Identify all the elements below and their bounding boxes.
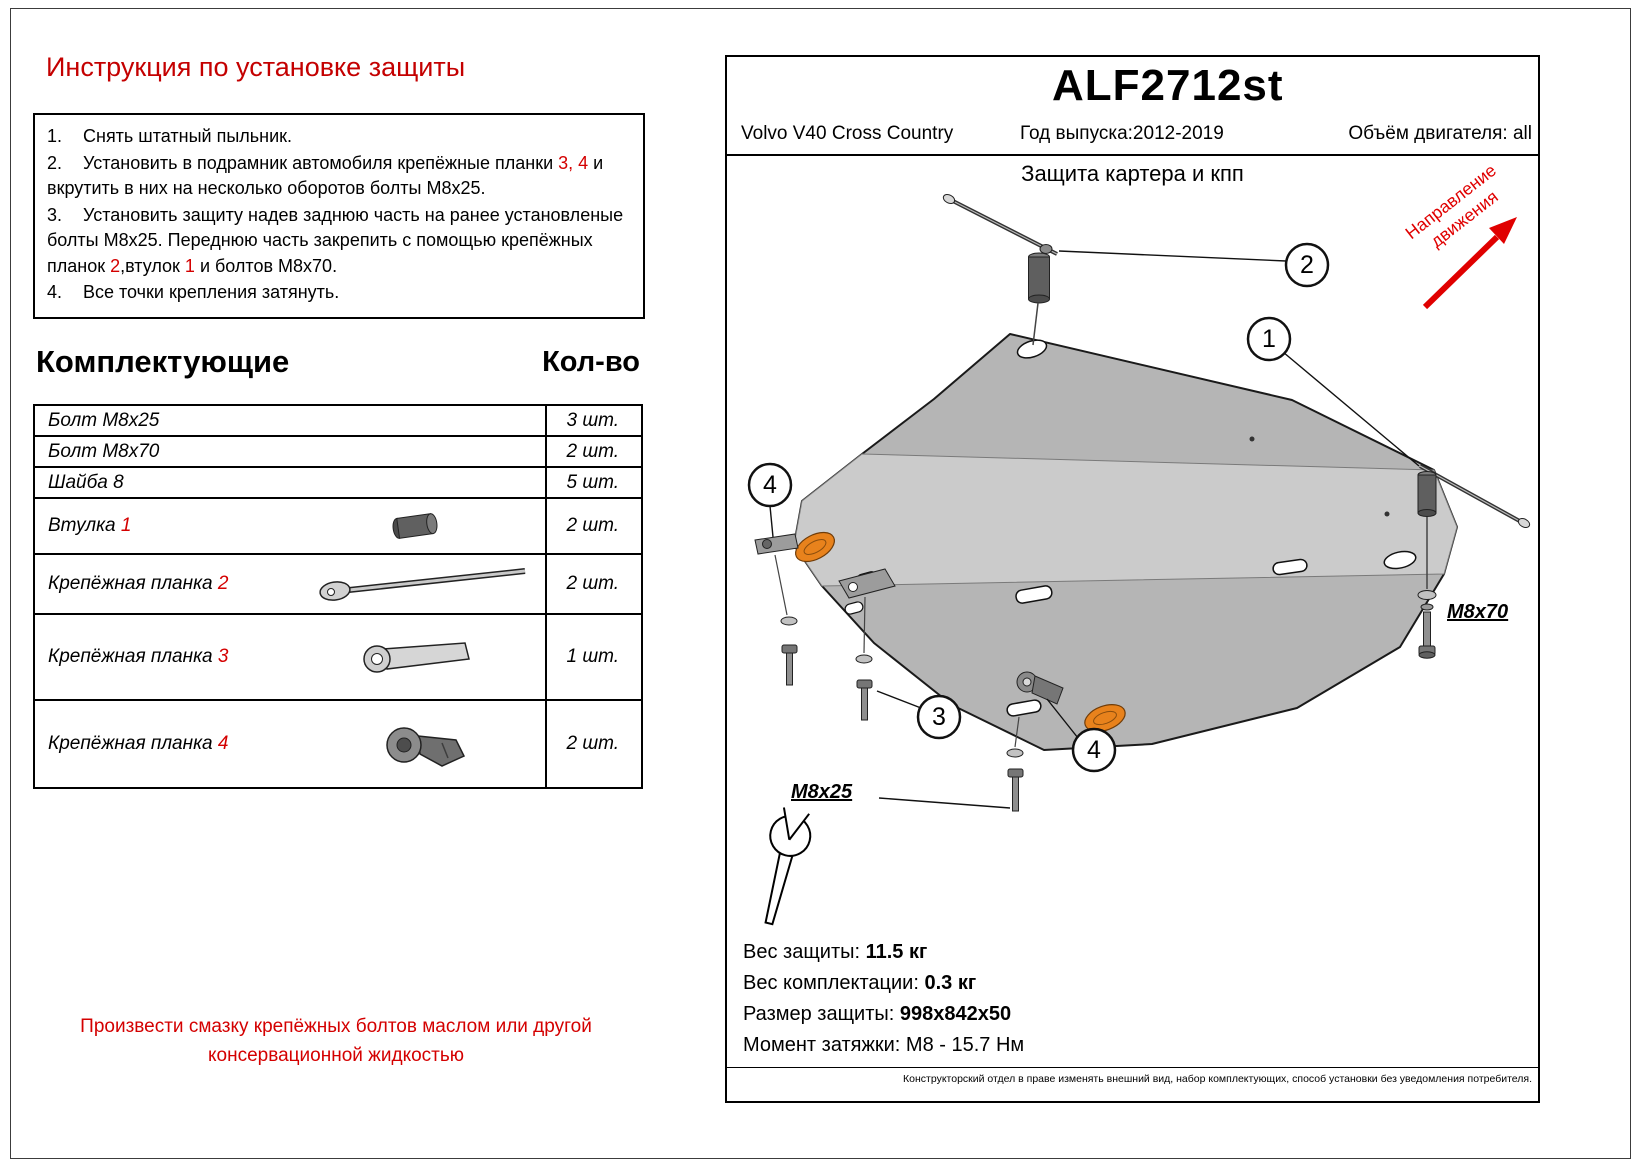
brand-logo-icon bbox=[795, 531, 835, 563]
svg-text:3: 3 bbox=[932, 703, 946, 731]
production-years: Год выпуска:2012-2019 bbox=[1020, 123, 1224, 144]
small-hole bbox=[1384, 511, 1390, 517]
washer-icon bbox=[855, 654, 873, 664]
spring-washer-icon bbox=[1420, 603, 1434, 611]
spec-torque: Момент затяжки: М8 - 15.7 Нм bbox=[743, 1034, 1025, 1056]
brand-logo-icon bbox=[1084, 704, 1126, 732]
instruction-item: 4.Все точки крепления затянуть. bbox=[47, 282, 340, 303]
table-row: Болт М8х25 3 шт. bbox=[35, 406, 641, 437]
bolt-m8x25-icon bbox=[786, 652, 793, 686]
instruction-item: 2.Установить в подрамник автомобиля креп… bbox=[47, 152, 604, 199]
strip-eyelet bbox=[1517, 517, 1531, 529]
bolt-label-m8x25: M8x25 bbox=[791, 781, 853, 803]
disclaimer: Конструкторский отдел в праве изменять в… bbox=[903, 1073, 1532, 1085]
callout-1: 1 bbox=[1246, 316, 1292, 362]
lubrication-note: Произвести смазку крепёжных болтов масло… bbox=[80, 1016, 592, 1067]
instruction-item: 1.Снять штатный пыльник. bbox=[47, 126, 293, 146]
parts-heading: Комплектующие bbox=[36, 344, 290, 379]
mounting-slot bbox=[844, 601, 864, 615]
table-row: Втулка 1 2 шт. bbox=[35, 499, 641, 555]
parts-table: Болт М8х25 3 шт. Болт М8х70 2 шт. Шайба … bbox=[33, 404, 643, 789]
svg-text:4: 4 bbox=[1087, 736, 1101, 764]
mounting-strip-3-image bbox=[228, 636, 545, 678]
product-code: ALF2712st bbox=[1052, 61, 1284, 110]
washer-icon bbox=[780, 616, 798, 626]
mounting-slot bbox=[1006, 699, 1042, 717]
small-hole bbox=[1249, 436, 1255, 442]
header-divider bbox=[727, 154, 1538, 156]
bolt-m8x25-icon bbox=[1012, 776, 1019, 812]
instruction-item: 3.Установить защиту надев заднюю часть н… bbox=[47, 204, 624, 276]
engine-volume: Объём двигателя: all bbox=[1348, 123, 1532, 144]
plate-middle-band bbox=[793, 453, 1458, 587]
spec-kit-weight: Вес комплектации: 0.3 кг bbox=[743, 972, 977, 994]
wrench-icon bbox=[764, 805, 812, 926]
strip-4-icon bbox=[754, 533, 799, 555]
mounting-hole bbox=[1016, 339, 1048, 359]
table-row: Крепёжная планка 2 2 шт. bbox=[35, 555, 641, 615]
center-mount-assembly bbox=[838, 568, 896, 721]
table-row: Шайба 8 5 шт. bbox=[35, 468, 641, 499]
sleeve-image bbox=[131, 511, 545, 541]
callout-4: 4 bbox=[747, 462, 793, 508]
svg-text:4: 4 bbox=[763, 471, 777, 499]
footer-divider bbox=[727, 1067, 1538, 1068]
side-mount-assembly bbox=[1417, 464, 1531, 659]
sleeve-icon bbox=[1417, 474, 1437, 514]
direction-arrow-icon bbox=[1422, 217, 1517, 310]
mounting-hole bbox=[1383, 550, 1417, 570]
spec-weight: Вес защиты: 11.5 кг bbox=[743, 941, 928, 963]
bolt-label-m8x70: M8x70 bbox=[1447, 601, 1509, 623]
callout-3: 3 bbox=[916, 694, 962, 740]
diagram-title: Защита картера и кпп bbox=[1021, 161, 1244, 186]
installation-instructions-box: 1.Снять штатный пыльник. 2.Установить в … bbox=[33, 113, 645, 319]
callout-4b: 4 bbox=[1071, 727, 1117, 773]
table-row: Болт М8х70 2 шт. bbox=[35, 437, 641, 468]
svg-text:1: 1 bbox=[1262, 325, 1276, 353]
spec-list: Вес защиты: 11.5 кг Вес комплектации: 0.… bbox=[743, 941, 1024, 1065]
rear-mount-assembly bbox=[1006, 671, 1064, 812]
washer-icon bbox=[1417, 590, 1437, 600]
qty-heading: Кол-во bbox=[542, 346, 640, 378]
vehicle-model: Volvo V40 Cross Country bbox=[741, 123, 954, 144]
product-panel: ALF2712st Volvo V40 Cross Country Год вы… bbox=[725, 55, 1540, 1103]
mounting-strip-2-image bbox=[228, 563, 545, 605]
page-border bbox=[10, 8, 1631, 1159]
bolt-m8x25-icon bbox=[861, 687, 868, 721]
table-row: Крепёжная планка 4 2 шт. bbox=[35, 701, 641, 787]
spec-size: Размер защиты: 998x842x50 bbox=[743, 1003, 1012, 1025]
mounting-slot bbox=[1015, 585, 1053, 604]
sleeve-icon bbox=[1028, 256, 1050, 300]
left-mount-assembly bbox=[754, 533, 799, 686]
nut-icon bbox=[1039, 244, 1053, 254]
strip-eyelet bbox=[942, 194, 956, 204]
table-row: Крепёжная планка 3 1 шт. bbox=[35, 615, 641, 701]
svg-text:2: 2 bbox=[1300, 251, 1314, 279]
mounting-strip-4-image bbox=[228, 718, 545, 770]
washer-icon bbox=[1006, 748, 1024, 758]
doc-title: Инструкция по установке защиты bbox=[46, 52, 466, 82]
skid-plate-diagram: 2 1 4 3 4 bbox=[747, 194, 1531, 812]
callout-2: 2 bbox=[1284, 242, 1330, 288]
bolt-m8x70-icon bbox=[1423, 611, 1431, 647]
front-mount-assembly bbox=[942, 194, 1058, 346]
mounting-slot bbox=[1272, 558, 1308, 576]
